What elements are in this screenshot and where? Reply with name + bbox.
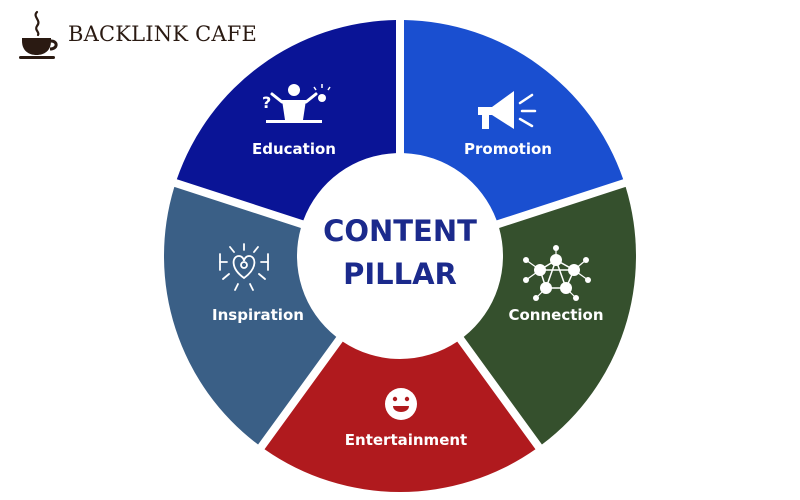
center-title-line1: CONTENT: [323, 214, 477, 248]
segment-inspiration: [164, 186, 337, 445]
network-nodes-icon: [523, 245, 591, 301]
segment-label-education: Education: [252, 140, 336, 158]
radiant-heart-icon: [219, 243, 269, 291]
laughing-face-icon: [385, 388, 417, 420]
segment-label-inspiration: Inspiration: [212, 306, 304, 324]
brand-name: BACKLINK CAFE: [68, 22, 258, 46]
segment-label-promotion: Promotion: [464, 140, 552, 158]
segment-label-connection: Connection: [508, 306, 603, 324]
center-title-line2: PILLAR: [343, 257, 457, 291]
segment-label-entertainment: Entertainment: [345, 431, 467, 449]
megaphone-icon: [478, 91, 537, 129]
segment-connection: [463, 186, 637, 445]
coffee-cup-icon: [19, 10, 58, 59]
center-circle: [303, 159, 497, 353]
person-question-lightbulb-icon: ?: [262, 84, 331, 123]
svg-text:?: ?: [262, 93, 271, 112]
brand-logo: BACKLINK CAFE: [18, 6, 257, 62]
